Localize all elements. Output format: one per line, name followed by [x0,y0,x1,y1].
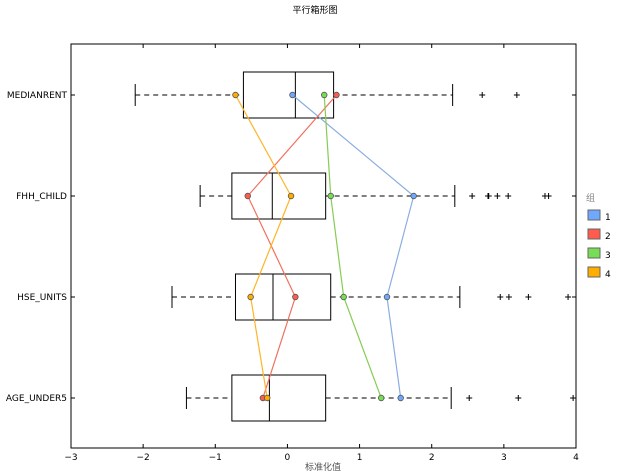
legend-title: 组 [586,192,595,204]
x-tick-label: 0 [285,453,291,463]
x-tick-label: 2 [429,453,435,463]
series-line-4 [234,94,292,399]
x-tick-label: 3 [501,453,507,463]
outlier-marker [497,294,504,300]
legend-swatch-3 [587,247,601,259]
outlier-marker [505,193,512,199]
x-tick-label: −2 [137,453,150,463]
series-point-1 [397,394,404,402]
y-tick-label: MEDIANRENT [7,91,68,101]
series-point-4 [232,91,239,99]
outlier-marker [525,294,532,300]
box [242,71,335,119]
legend-label-2: 2 [605,232,611,242]
y-tick-label: AGE_UNDER5 [6,394,67,404]
series-point-3 [321,91,328,99]
y-tick-label: HSE_UNITS [17,293,67,303]
outlier-marker [570,395,577,401]
legend-swatch-2 [587,228,601,240]
series-point-2 [333,91,340,99]
outlier-marker [513,92,520,98]
outlier-marker [565,294,572,300]
series-point-2 [244,192,251,200]
legend-swatch-4 [587,266,601,278]
series-line-2 [247,94,337,399]
outlier-marker [545,193,552,199]
series-point-3 [378,394,385,402]
legend-label-3: 3 [605,251,611,261]
box [234,273,332,321]
outlier-marker [466,395,473,401]
series-point-1 [410,192,417,200]
outlier-marker [515,395,522,401]
series-point-4 [287,192,295,200]
series-point-3 [327,192,334,200]
legend-label-1: 1 [605,213,611,223]
plot-frame [70,43,577,449]
chart-title: 平行箱形图 [292,4,337,16]
x-tick-label: 1 [357,453,363,463]
series-point-1 [383,293,391,301]
outlier-marker [469,193,476,199]
series-point-2 [292,293,299,301]
y-tick-label: FHH_CHILD [16,192,67,202]
series-point-4 [247,293,254,301]
series-line-1 [292,94,415,399]
series-point-1 [289,91,296,99]
outlier-marker [479,92,486,98]
series-point-4 [264,394,271,402]
legend-label-4: 4 [605,270,611,280]
series-line-3 [323,94,382,399]
legend-swatch-1 [587,209,601,221]
x-tick-label: 4 [573,453,579,463]
outlier-marker [485,193,492,199]
box [231,374,327,422]
x-tick-label: −3 [64,453,77,463]
outlier-marker [494,193,501,199]
x-axis-label: 标准化值 [305,461,341,473]
x-tick-label: −1 [209,453,222,463]
outlier-marker [505,294,512,300]
legend: 组 1 2 3 4 [586,192,611,280]
series-point-3 [340,293,347,301]
